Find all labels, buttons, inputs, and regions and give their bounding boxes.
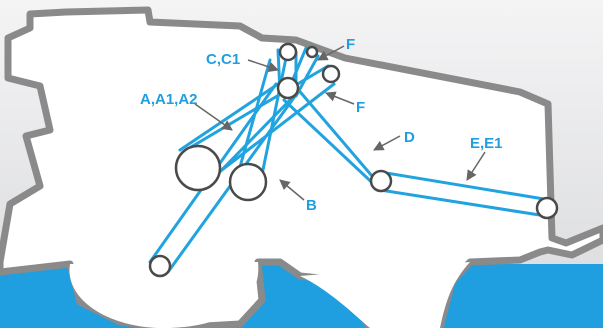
label-b: B: [306, 197, 317, 214]
pulley-d: [369, 169, 393, 193]
pulley-bottom: [148, 254, 172, 278]
belt-d-upper: [288, 78, 374, 178]
pulley-f-small: [305, 45, 319, 59]
belt-a-upper: [178, 78, 286, 152]
pulley-a: [174, 144, 222, 192]
pointer-arrows: [194, 45, 486, 201]
arrow-aa1a2: [194, 103, 233, 131]
pulley-c: [278, 42, 298, 62]
label-cc1: C,C1: [206, 51, 240, 68]
pulley-top-center: [276, 76, 300, 100]
label-f-top: F: [346, 36, 355, 53]
belt-c1-left: [236, 58, 272, 176]
pulleys: [148, 42, 559, 278]
harvester-silhouette: [0, 6, 603, 328]
label-aa1a2: A,A1,A2: [140, 91, 198, 108]
label-ee1: E,E1: [470, 135, 503, 152]
arrow-ee1: [466, 151, 486, 181]
belt-a2-lower: [212, 82, 336, 178]
pulley-b: [228, 162, 268, 202]
arrow-f-top: [317, 45, 345, 61]
arrow-b: [279, 179, 305, 201]
belt-d-lower: [282, 98, 382, 192]
belt-e-upper: [378, 170, 552, 202]
pulley-e: [535, 196, 559, 220]
pulley-f-right: [321, 64, 341, 84]
arrow-f-mid: [325, 91, 355, 105]
arrow-d: [373, 135, 401, 151]
label-d: D: [404, 129, 415, 146]
label-f-mid: F: [356, 99, 365, 116]
arrow-cc1: [247, 59, 279, 72]
belt-e-lower: [378, 188, 548, 218]
